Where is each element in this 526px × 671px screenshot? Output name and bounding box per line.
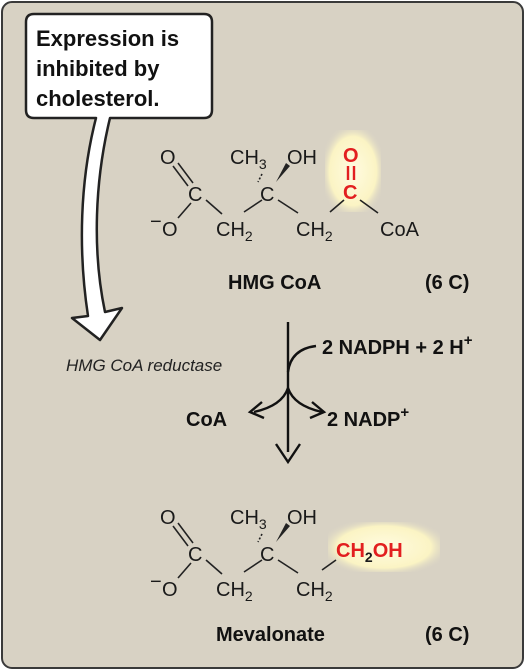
mev-ch3: CH3 [230,507,267,532]
mev-bond-c3-ch3 [257,533,263,543]
mev-ch2-b: CH2 [296,579,333,604]
mevalonate-carbons: (6 C) [425,624,469,646]
mevalonate-name: Mevalonate [216,624,325,646]
mev-bond-c1-ch2a [205,559,223,575]
hmg-c-red: C [343,182,357,204]
hmg-ch3: CH3 [230,147,267,172]
hmg-coa-name: HMG CoA [228,272,321,294]
mev-bond-c3-oh-wedge [276,523,290,542]
bond-c3-oh-wedge [276,163,290,182]
mev-ch2oh: CH2OH [336,540,403,565]
mev-oh: OH [287,507,317,529]
hmg-o-red: O [343,145,359,167]
hmg-coa-group: CoA [380,219,420,241]
hmg-o-minus: O [162,219,178,241]
mev-bond-o-c1-a [172,525,189,547]
nadp-out-head [309,401,327,420]
mevalonate-highlight [328,522,440,572]
main-arrow-head [275,443,301,465]
mev-o-minus: O [162,579,178,601]
bond-o-c1-a [172,165,189,187]
hmg-c3: C [260,184,274,206]
product-coa-label: CoA [186,409,227,431]
hmg-o-top: O [160,147,176,169]
bond-c-coa [359,199,379,214]
bond-c1-ch2a [205,199,223,215]
mev-minus: − [150,571,162,593]
bond-ch2a-c3 [243,199,263,213]
hmg-ch2-b: CH2 [296,219,333,244]
enzyme-label: HMG CoA reductase [66,356,222,375]
hmg-coa-carbons: (6 C) [425,272,469,294]
bond-ch2b-c [329,199,345,213]
coa-out-head [247,401,265,420]
callout-shape [24,12,214,342]
reaction-arrows [247,322,327,465]
nadph-in-curve [286,344,317,373]
mev-bond-c1-ominus [177,562,192,579]
bond-c3-ch3 [257,173,263,183]
mev-bond-o-c1-b [177,522,194,544]
hmg-oh: OH [287,147,317,169]
callout-line-3: cholesterol. [36,86,159,111]
hmg-coa-structure: O C − O CH3 OH C CH2 CH2 O C CoA HMG CoA… [150,130,469,294]
bond-c3-ch2b [277,199,299,214]
hmg-ch2-a: CH2 [216,219,253,244]
mev-c3: C [260,544,274,566]
hmg-minus: − [150,211,162,233]
mev-bond-ch2a-c3 [243,559,263,573]
nadp-out-curve [286,387,323,414]
coa-out-curve [253,387,290,414]
mev-bond-c3-ch2b [277,559,299,574]
hmg-c1: C [188,184,202,206]
callout-line-1: Expression is [36,26,179,51]
bond-o-c1-b [177,162,194,184]
bond-c1-ominus [177,202,192,219]
mev-ch2-a: CH2 [216,579,253,604]
mev-bond-ch2b-ch2oh [321,559,337,571]
mev-o-top: O [160,507,176,529]
mev-c1: C [188,544,202,566]
mevalonate-structure: O C − O CH3 OH C CH2 CH2 CH2OH Mevalonat… [150,507,469,646]
product-nadp-label: 2 NADP+ [327,404,409,431]
callout-bubble: Expression is inhibited by cholesterol. [24,12,214,342]
reactant-label: 2 NADPH + 2 H+ [322,332,473,359]
callout-line-2: inhibited by [36,56,160,81]
